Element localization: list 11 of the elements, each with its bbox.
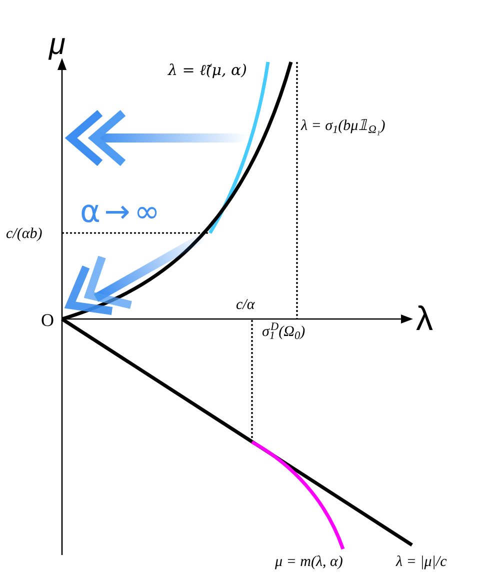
tick-label: c/α	[236, 298, 255, 313]
curve-label: μ = m(λ, α)	[275, 555, 343, 570]
tick-label: c/(αb)	[6, 227, 42, 242]
curve-label: λ = σ$_{1}$(bμ𝟙$_{Ω₁}$)	[301, 119, 386, 134]
axis-label: μ	[49, 30, 66, 60]
curve-label: λ = ℓ̃(μ, α)	[168, 63, 247, 78]
origin-label: O	[41, 311, 54, 329]
axis-label: λ	[416, 302, 433, 336]
limit-annotation: α → ∞	[80, 197, 160, 228]
curve-label: λ = |μ|/c	[396, 555, 447, 570]
tick-label: σ$_{1}$$^{D}$(Ω$_{0}$)	[262, 325, 306, 340]
